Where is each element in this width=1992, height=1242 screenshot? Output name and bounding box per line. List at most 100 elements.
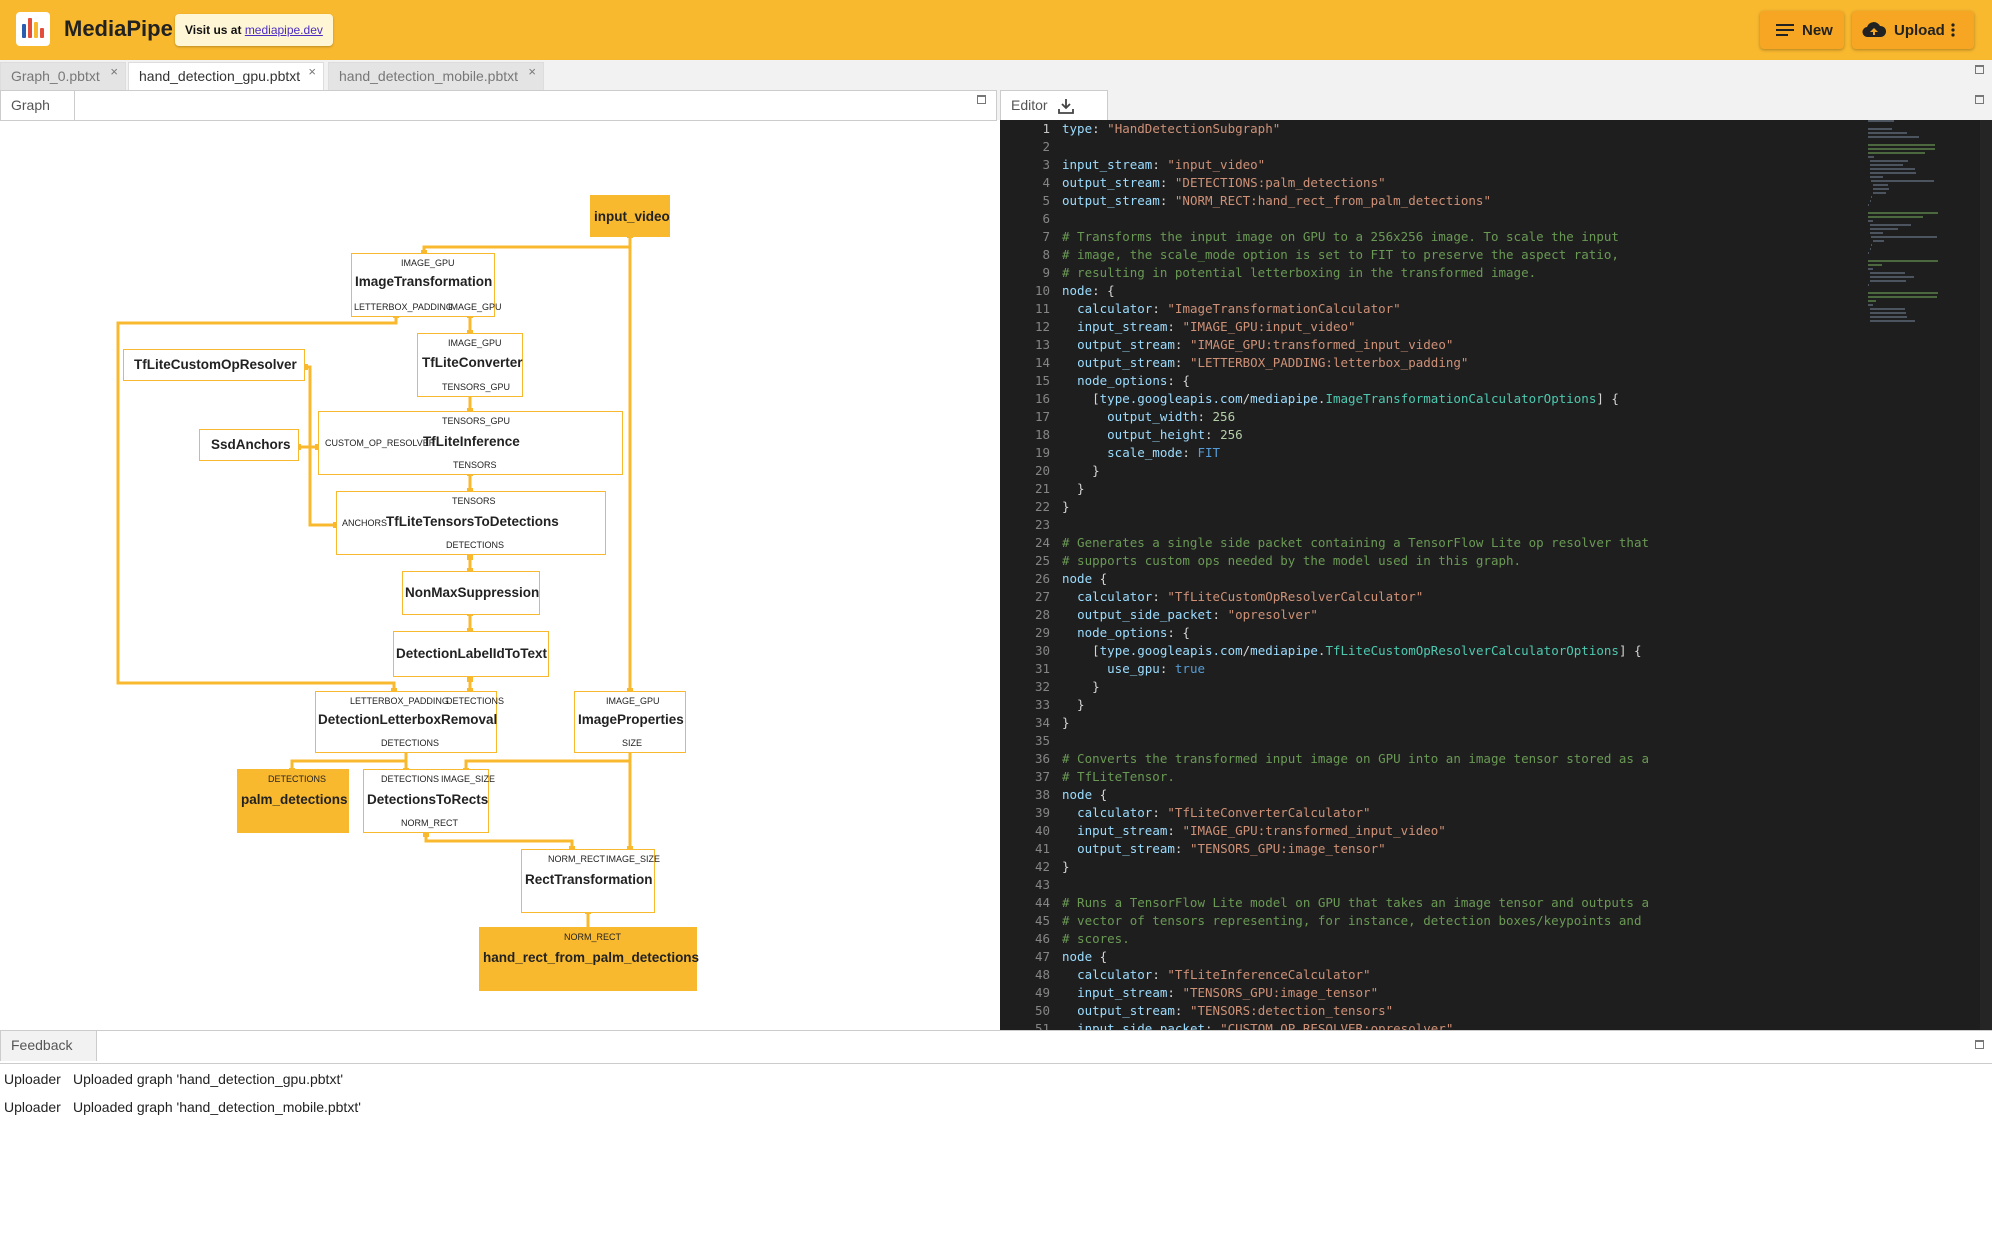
port-label: LETTERBOX_PADDING: [350, 696, 449, 706]
code-line: [1062, 732, 1649, 750]
maximize-icon[interactable]: [1975, 95, 1984, 104]
code-line: calculator: "TfLiteCustomOpResolverCalcu…: [1077, 589, 1424, 604]
code-line: output_stream: "NORM_RECT:hand_rect_from…: [1062, 193, 1491, 208]
graph-panel-tab[interactable]: Graph: [0, 90, 75, 120]
code-line: input_stream: "IMAGE_GPU:input_video": [1077, 319, 1356, 334]
mediapipe-logo-icon: [16, 12, 50, 46]
visit-banner: Visit us at mediapipe.dev: [175, 14, 333, 46]
code-line: scale_mode: FIT: [1107, 445, 1221, 460]
code-line: input_side_packet: "CUSTOM_OP_RESOLVER:o…: [1077, 1021, 1454, 1030]
code-line: # scores.: [1062, 931, 1130, 946]
feedback-row: Uploader Uploaded graph 'hand_detection_…: [4, 1099, 361, 1115]
node-hand-rect-from-palm-detections[interactable]: NORM_RECT hand_rect_from_palm_detections: [479, 927, 700, 991]
code-line: }: [1062, 679, 1100, 694]
line-number: 1: [1042, 121, 1050, 136]
port-label: TENSORS_GPU: [442, 416, 511, 426]
line-number: 27: [1034, 589, 1050, 604]
line-number: 47: [1034, 949, 1050, 964]
line-number: 31: [1034, 661, 1050, 676]
line-number: 46: [1034, 931, 1050, 946]
line-number: 49: [1034, 985, 1050, 1000]
line-number: 29: [1034, 625, 1050, 640]
node-title: ImageTransformation: [355, 274, 493, 289]
line-number: 17: [1034, 409, 1050, 424]
maximize-icon[interactable]: [1975, 65, 1984, 74]
line-number: 36: [1034, 751, 1050, 766]
node-tflite-tensors-to-detections[interactable]: TENSORS ANCHORS TfLiteTensorsToDetection…: [336, 491, 606, 555]
maximize-icon[interactable]: [977, 95, 986, 104]
graph-canvas[interactable]: input_video IMAGE_GPU ImageTransformatio…: [0, 120, 997, 1030]
maximize-icon[interactable]: [1975, 1040, 1984, 1049]
tab-graph-0[interactable]: Graph_0.pbtxt×: [0, 62, 126, 90]
code-line: # vector of tensors representing, for in…: [1062, 913, 1642, 928]
node-title: ImageProperties: [578, 712, 684, 727]
more-vert-icon[interactable]: [1951, 23, 1955, 37]
code-line: }: [1062, 481, 1085, 496]
node-detection-label-id-to-text[interactable]: DetectionLabelIdToText: [393, 631, 549, 677]
port-label: TENSORS_GPU: [442, 382, 511, 392]
code-line: output_width: 256: [1107, 409, 1236, 424]
node-title: DetectionLabelIdToText: [396, 646, 548, 661]
code-line: # supports custom ops needed by the mode…: [1062, 553, 1522, 568]
upload-button[interactable]: Upload: [1852, 11, 1974, 49]
close-icon[interactable]: ×: [528, 64, 536, 79]
editor-minimap[interactable]: [1866, 120, 1976, 540]
node-rect-transformation[interactable]: NORM_RECT IMAGE_SIZE RectTransformation: [521, 849, 660, 913]
node-image-transformation[interactable]: IMAGE_GPU ImageTransformation LETTERBOX_…: [351, 253, 502, 317]
node-tflite-converter[interactable]: IMAGE_GPU TfLiteConverter TENSORS_GPU: [417, 333, 523, 397]
code-line: node {: [1062, 571, 1108, 586]
node-title: hand_rect_from_palm_detections: [483, 950, 700, 965]
code-line: # TfLiteTensor.: [1062, 769, 1175, 784]
line-number: 5: [1042, 193, 1050, 208]
code-text[interactable]: type: "HandDetectionSubgraph" input_stre…: [1062, 120, 1649, 1030]
new-button[interactable]: New: [1760, 11, 1844, 49]
node-palm-detections[interactable]: DETECTIONS palm_detections: [237, 769, 349, 833]
line-number: 37: [1034, 769, 1050, 784]
tab-hand-detection-mobile[interactable]: hand_detection_mobile.pbtxt×: [328, 62, 544, 90]
line-number: 33: [1034, 697, 1050, 712]
editor-scrollbar[interactable]: [1980, 120, 1992, 1030]
code-line: output_stream: "LETTERBOX_PADDING:letter…: [1077, 355, 1469, 370]
port-label: IMAGE_SIZE: [441, 774, 496, 784]
node-tflite-inference[interactable]: TENSORS_GPU CUSTOM_OP_RESOLVER TfLiteInf…: [318, 411, 623, 475]
line-number: 26: [1034, 571, 1050, 586]
line-number: 34: [1034, 715, 1050, 730]
node-title: TfLiteCustomOpResolver: [134, 357, 297, 372]
node-tflite-custom-op-resolver[interactable]: TfLiteCustomOpResolver: [123, 349, 305, 381]
node-input-video[interactable]: input_video: [590, 195, 670, 237]
port-label: NORM_RECT: [548, 854, 606, 864]
feedback-tab[interactable]: Feedback: [0, 1031, 97, 1061]
editor-panel-tab[interactable]: Editor: [1000, 90, 1108, 120]
node-detection-letterbox-removal[interactable]: LETTERBOX_PADDING DETECTIONS DetectionLe…: [315, 691, 504, 753]
node-image-properties[interactable]: IMAGE_GPU ImageProperties SIZE: [574, 691, 686, 753]
port-label: DETECTIONS: [268, 774, 327, 784]
new-button-label: New: [1802, 21, 1833, 39]
node-title: RectTransformation: [525, 872, 653, 887]
code-line: # image, the scale_mode option is set to…: [1062, 247, 1619, 262]
mediapipe-link[interactable]: mediapipe.dev: [244, 23, 323, 37]
node-non-max-suppression[interactable]: NonMaxSuppression: [402, 571, 540, 615]
tab-hand-detection-gpu[interactable]: hand_detection_gpu.pbtxt×: [128, 62, 324, 91]
port-label: IMAGE_GPU: [401, 258, 455, 268]
node-title: input_video: [594, 209, 670, 224]
line-number: 4: [1042, 175, 1050, 190]
node-detections-to-rects[interactable]: DETECTIONS IMAGE_SIZE DetectionsToRects …: [363, 769, 495, 833]
feedback-source: Uploader: [4, 1099, 61, 1115]
port-label: ANCHORS: [342, 518, 388, 528]
feedback-row: Uploader Uploaded graph 'hand_detection_…: [4, 1071, 343, 1087]
node-ssd-anchors[interactable]: SsdAnchors: [199, 429, 299, 461]
code-line: output_side_packet: "opresolver": [1077, 607, 1318, 622]
download-icon[interactable]: [1057, 97, 1075, 115]
close-icon[interactable]: ×: [110, 64, 118, 79]
code-line: [1062, 876, 1649, 894]
code-line: [type.googleapis.com/mediapipe.ImageTran…: [1062, 391, 1619, 406]
code-line: # resulting in potential letterboxing in…: [1062, 265, 1537, 280]
line-number: 19: [1034, 445, 1050, 460]
port-label: TENSORS: [453, 460, 497, 470]
node-title: DetectionLetterboxRemoval: [318, 712, 498, 727]
code-line: [1062, 138, 1649, 156]
close-icon[interactable]: ×: [308, 64, 316, 79]
line-number: 14: [1034, 355, 1050, 370]
